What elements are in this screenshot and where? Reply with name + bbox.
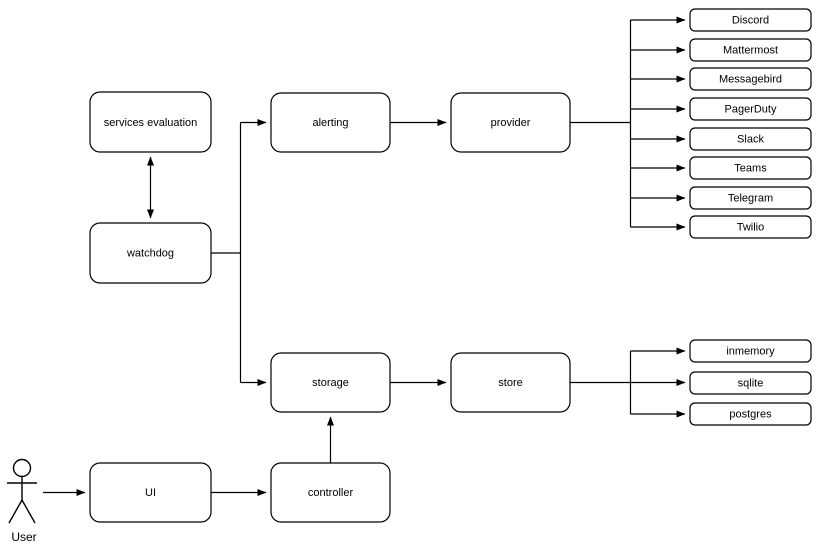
actor-label: User — [11, 530, 36, 544]
store-group: inmemory sqlite postgres — [689, 339, 812, 426]
node-discord-label: Discord — [732, 14, 769, 26]
actor-leg-left-icon — [8, 499, 23, 524]
node-controller-label: controller — [308, 487, 354, 499]
node-teams[interactable]: Teams — [689, 156, 812, 180]
nodes-layer: services evaluation watchdog alerting pr… — [89, 91, 571, 523]
node-pagerduty-label: PagerDuty — [725, 103, 777, 115]
actor-leg-right-icon — [21, 499, 36, 524]
node-telegram[interactable]: Telegram — [689, 186, 812, 210]
node-discord-box[interactable] — [689, 8, 812, 32]
node-storage-label: storage — [312, 377, 349, 389]
node-slack-box[interactable] — [689, 127, 812, 151]
node-sqlite-label: sqlite — [738, 377, 764, 389]
node-postgres[interactable]: postgres — [689, 402, 812, 426]
node-telegram-label: Telegram — [728, 192, 773, 204]
node-twilio-label: Twilio — [737, 221, 765, 233]
node-alerting-label: alerting — [312, 117, 348, 129]
node-controller[interactable]: controller — [270, 462, 391, 523]
node-services-evaluation[interactable]: services evaluation — [89, 91, 212, 153]
node-sqlite-box[interactable] — [689, 371, 812, 395]
node-slack[interactable]: Slack — [689, 127, 812, 151]
node-watchdog-label: watchdog — [126, 247, 174, 259]
node-ui-label: UI — [145, 487, 156, 499]
node-postgres-box[interactable] — [689, 402, 812, 426]
node-watchdog[interactable]: watchdog — [89, 222, 212, 284]
node-controller-box[interactable] — [270, 462, 391, 523]
edges-layer — [43, 16, 686, 496]
node-mattermost[interactable]: Mattermost — [689, 38, 812, 62]
node-messagebird-box[interactable] — [689, 67, 812, 91]
node-watchdog-box[interactable] — [89, 222, 212, 284]
node-storage[interactable]: storage — [270, 352, 391, 413]
actor-head-icon — [12, 458, 32, 478]
node-inmemory-box[interactable] — [689, 339, 812, 363]
node-alerting[interactable]: alerting — [270, 92, 391, 153]
node-twilio-box[interactable] — [689, 215, 812, 239]
node-teams-box[interactable] — [689, 156, 812, 180]
node-teams-label: Teams — [734, 162, 767, 174]
node-inmemory-label: inmemory — [726, 345, 775, 357]
actor-user[interactable]: User — [7, 458, 37, 545]
node-store-box[interactable] — [450, 352, 571, 413]
node-mattermost-label: Mattermost — [723, 44, 778, 56]
node-inmemory[interactable]: inmemory — [689, 339, 812, 363]
node-discord[interactable]: Discord — [689, 8, 812, 32]
node-alerting-box[interactable] — [270, 92, 391, 153]
node-provider-box[interactable] — [450, 92, 571, 153]
node-pagerduty-box[interactable] — [689, 97, 812, 121]
node-services-evaluation-box[interactable] — [89, 91, 212, 153]
node-messagebird-label: Messagebird — [719, 73, 782, 85]
node-provider[interactable]: provider — [450, 92, 571, 153]
node-sqlite[interactable]: sqlite — [689, 371, 812, 395]
node-postgres-label: postgres — [729, 408, 772, 420]
node-telegram-box[interactable] — [689, 186, 812, 210]
node-twilio[interactable]: Twilio — [689, 215, 812, 239]
node-mattermost-box[interactable] — [689, 38, 812, 62]
node-store[interactable]: store — [450, 352, 571, 413]
node-provider-label: provider — [491, 117, 531, 129]
node-messagebird[interactable]: Messagebird — [689, 67, 812, 91]
node-ui-box[interactable] — [89, 462, 212, 523]
node-store-label: store — [498, 377, 522, 389]
provider-group: Discord Mattermost Messagebird PagerDuty… — [689, 8, 812, 239]
node-ui[interactable]: UI — [89, 462, 212, 523]
node-services-evaluation-label: services evaluation — [104, 117, 198, 129]
node-pagerduty[interactable]: PagerDuty — [689, 97, 812, 121]
node-slack-label: Slack — [737, 133, 764, 145]
node-storage-box[interactable] — [270, 352, 391, 413]
